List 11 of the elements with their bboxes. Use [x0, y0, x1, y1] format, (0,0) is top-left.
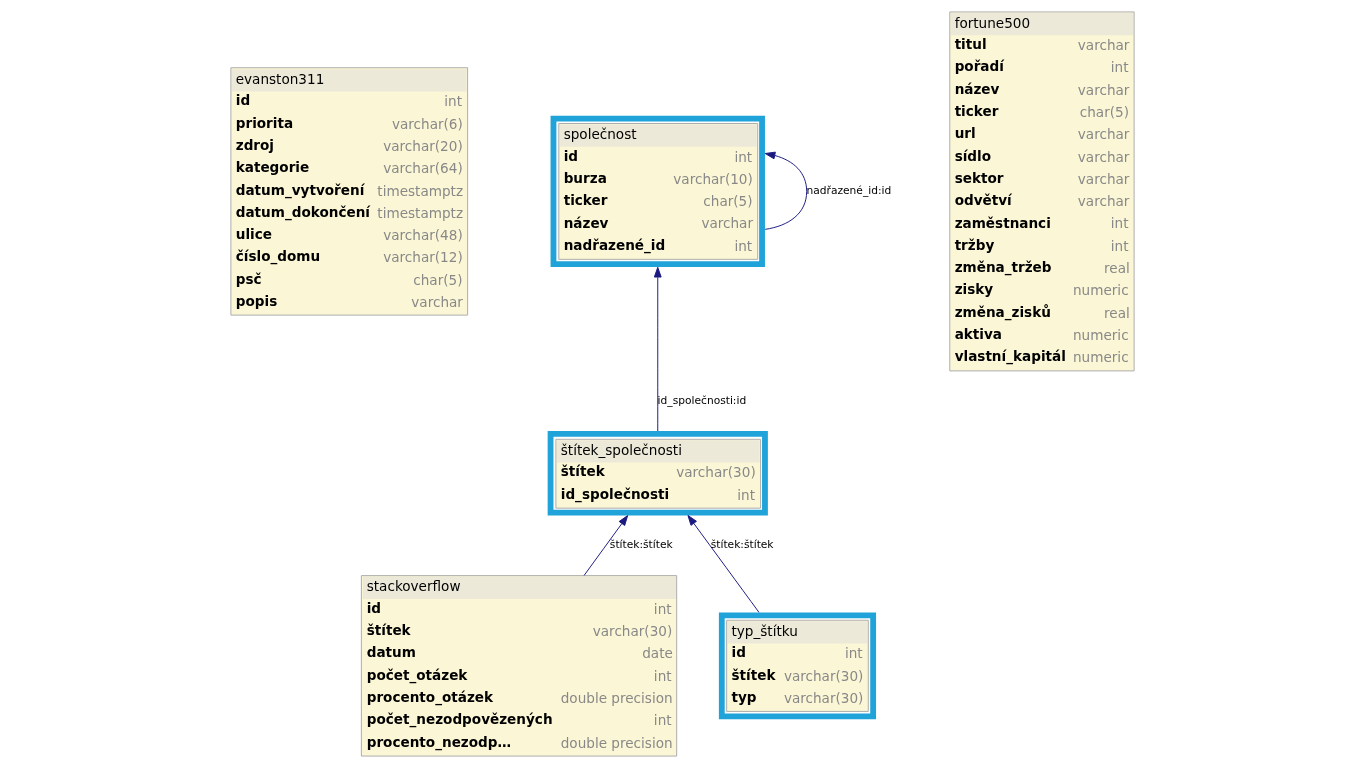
arrow	[583, 515, 629, 576]
node-box: společnost id int burza varchar(10) ticker char(5) název varchar nadřazené_id int	[550, 115, 765, 268]
edge-label: id_společnosti:id	[657, 393, 747, 407]
edge-label: nadřazené_id:id	[806, 184, 892, 198]
arrow	[653, 266, 662, 432]
node-box: štítek_společnosti štítek varchar(30) id_společnosti int	[547, 431, 768, 516]
arrow	[764, 151, 808, 230]
edge-label: štítek:štítek	[710, 538, 774, 552]
arrow	[687, 515, 760, 613]
edge-label: štítek:štítek	[609, 538, 673, 552]
node-box: typ_štítku id int štítek varchar(30) typ varchar(30)	[718, 612, 877, 720]
